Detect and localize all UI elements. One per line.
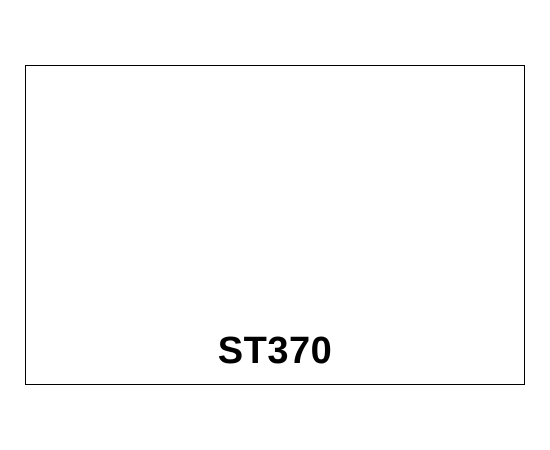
label-box: ST370 [25, 65, 525, 385]
label-text: ST370 [217, 330, 333, 372]
